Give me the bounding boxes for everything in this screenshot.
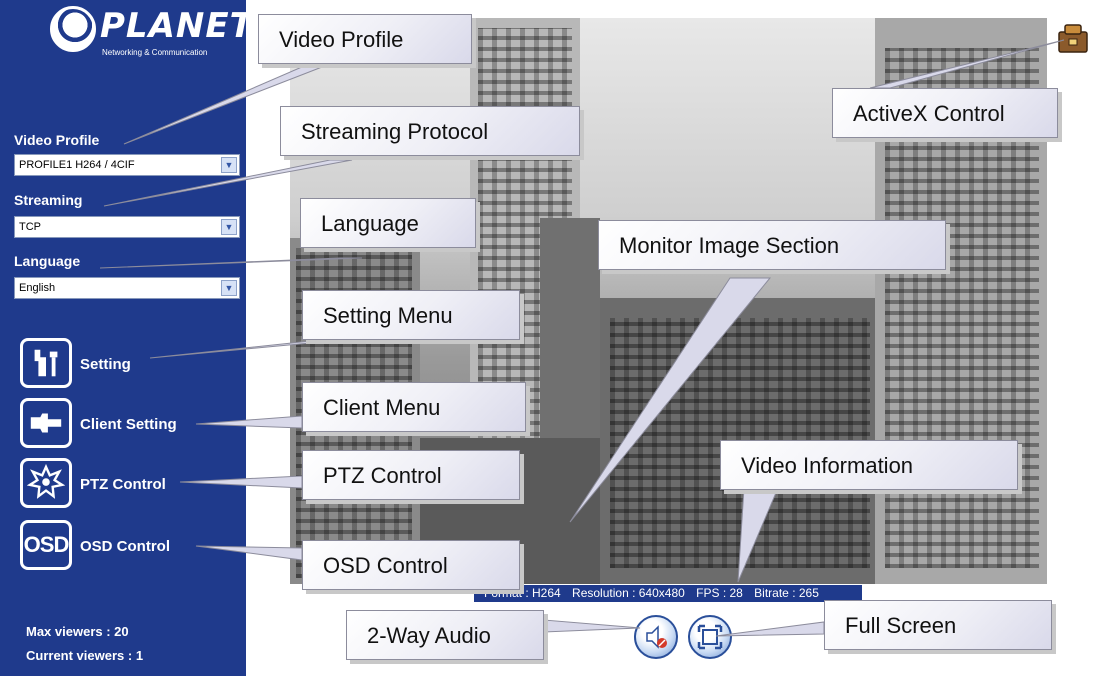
full-screen-button[interactable] [688, 615, 732, 659]
wrench-icon[interactable] [20, 398, 72, 448]
activex-control-icon[interactable] [1056, 22, 1090, 56]
callout-setting-menu: Setting Menu [302, 290, 520, 340]
streaming-value: TCP [19, 221, 41, 233]
osd-control-button[interactable]: OSD OSD Control [20, 520, 210, 570]
callout-video-profile: Video Profile [258, 14, 472, 64]
client-setting-button[interactable]: Client Setting [20, 398, 210, 448]
planet-logo: PLANET Networking & Communication [50, 6, 253, 64]
video-profile-value: PROFILE1 H264 / 4CIF [19, 159, 135, 171]
globe-icon [50, 6, 96, 52]
callout-language: Language [300, 198, 476, 248]
chevron-down-icon[interactable]: ▼ [221, 157, 237, 173]
ptz-control-label: PTZ Control [80, 476, 166, 493]
osd-icon[interactable]: OSD [20, 520, 72, 570]
callout-full-screen: Full Screen [824, 600, 1052, 650]
video-fps: FPS : 28 [696, 586, 743, 600]
setting-button[interactable]: Setting [20, 338, 210, 388]
streaming-label: Streaming [14, 192, 83, 208]
callout-activex-control: ActiveX Control [832, 88, 1058, 138]
ptz-control-button[interactable]: PTZ Control [20, 458, 210, 508]
max-viewers: Max viewers : 20 [26, 624, 129, 639]
video-resolution: Resolution : 640x480 [572, 586, 685, 600]
video-profile-label: Video Profile [14, 132, 100, 148]
two-way-audio-button[interactable] [634, 615, 678, 659]
video-info-bar: Format : H264 Resolution : 640x480 FPS :… [474, 585, 862, 602]
language-label: Language [14, 253, 81, 269]
ptz-icon[interactable] [20, 458, 72, 508]
callout-video-information: Video Information [720, 440, 1018, 490]
logo-tagline: Networking & Communication [102, 48, 208, 57]
client-setting-label: Client Setting [80, 416, 177, 433]
callout-streaming-protocol: Streaming Protocol [280, 106, 580, 156]
callout-client-menu: Client Menu [302, 382, 526, 432]
video-profile-select[interactable]: PROFILE1 H264 / 4CIF ▼ [14, 154, 240, 176]
tools-icon[interactable] [20, 338, 72, 388]
current-viewers: Current viewers : 1 [26, 648, 144, 663]
callout-osd-control: OSD Control [302, 540, 520, 590]
callout-monitor-image: Monitor Image Section [598, 220, 946, 270]
setting-label: Setting [80, 356, 131, 373]
speaker-icon [646, 625, 667, 649]
callout-two-way-audio: 2-Way Audio [346, 610, 544, 660]
sidebar: PLANET Networking & Communication Video … [0, 0, 253, 676]
language-select[interactable]: English ▼ [14, 277, 240, 299]
callout-ptz-control: PTZ Control [302, 450, 520, 500]
chevron-down-icon[interactable]: ▼ [221, 219, 237, 235]
language-value: English [19, 282, 56, 294]
video-bitrate: Bitrate : 265 [754, 586, 819, 600]
chevron-down-icon[interactable]: ▼ [221, 280, 237, 296]
osd-control-label: OSD Control [80, 538, 170, 555]
fullscreen-icon [697, 624, 723, 650]
streaming-select[interactable]: TCP ▼ [14, 216, 240, 238]
osd-icon-text: OSD [23, 532, 70, 557]
logo-brand: PLANET [100, 6, 254, 46]
